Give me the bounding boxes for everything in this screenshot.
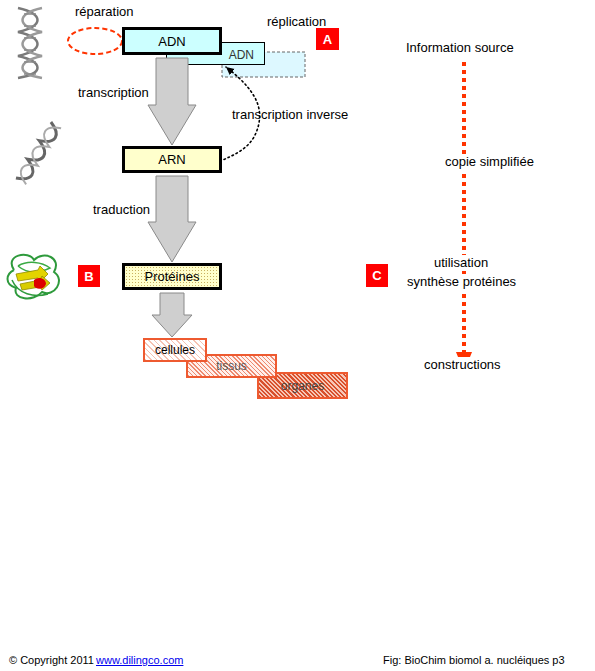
website-link: www.dilingco.com xyxy=(96,654,183,666)
node-label: ARN xyxy=(158,153,185,166)
node-label: ADN xyxy=(158,35,185,48)
figure-caption: Fig: BioChim biomol a. nucléiques p3 xyxy=(383,654,565,666)
copyright-note: © Copyright 2011 xyxy=(9,654,94,666)
node-label: tissus xyxy=(216,360,247,372)
block-arrow xyxy=(152,293,192,337)
rna-box: ARN xyxy=(122,146,222,173)
node-label: ADN xyxy=(229,49,254,61)
stage-label: utilisation xyxy=(434,255,488,271)
node-label: organes xyxy=(281,380,324,392)
protein-illustration xyxy=(8,255,59,299)
node-label: A xyxy=(323,33,332,46)
edge-label: traduction xyxy=(93,203,150,217)
flow-dashed-line xyxy=(462,62,466,352)
cell-box: cellules xyxy=(143,338,207,362)
edge-label: transcription xyxy=(78,86,149,100)
block-arrow xyxy=(148,58,196,145)
node-label: cellules xyxy=(155,344,195,356)
callout-letter: C xyxy=(366,264,388,287)
block-arrow xyxy=(148,176,196,262)
node-label: Protéines xyxy=(145,270,200,283)
process-label: réparation xyxy=(75,5,134,19)
dna-helix xyxy=(18,8,42,78)
node-label: B xyxy=(84,270,93,283)
stage-label: copie simplifiée xyxy=(445,154,534,170)
dna-box: ADN xyxy=(122,27,222,55)
repair-loop xyxy=(68,28,122,54)
edge-label: transcription inverse xyxy=(232,108,348,122)
flow-arrowhead xyxy=(456,352,472,372)
stage-label: constructions xyxy=(424,357,501,373)
dotted-arrow xyxy=(224,67,260,160)
callout-letter: A xyxy=(316,28,339,50)
stage-label: synthèse protéines xyxy=(407,274,516,290)
node-label: C xyxy=(372,269,381,282)
protein-box: Protéines xyxy=(122,263,222,290)
rna-helix xyxy=(16,122,61,184)
stage-label: Information source xyxy=(406,40,514,56)
callout-letter: B xyxy=(78,265,100,287)
